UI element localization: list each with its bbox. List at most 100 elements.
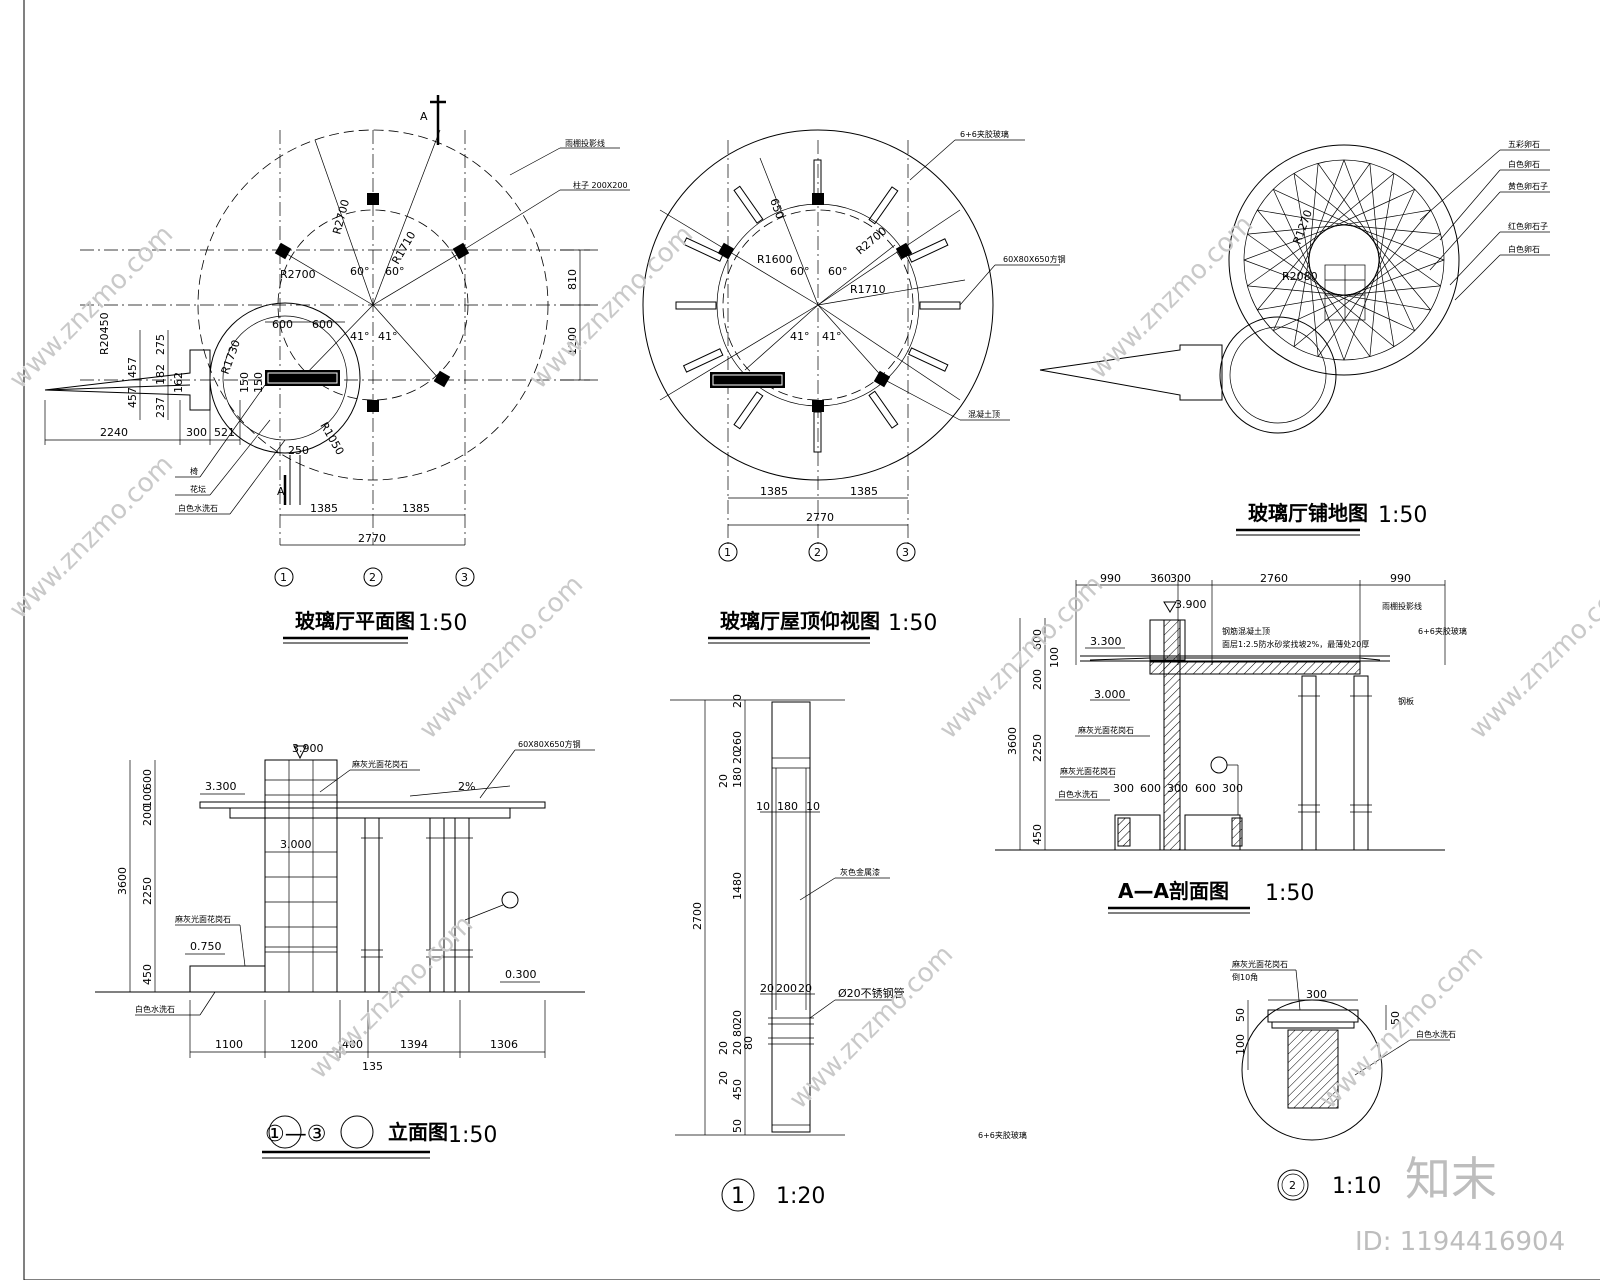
detail1-scale: 1:20 <box>776 1184 825 1209</box>
svg-text:20: 20 <box>798 982 812 995</box>
paving-title: 玻璃厅铺地图 <box>1248 501 1368 525</box>
svg-text:180: 180 <box>731 767 744 788</box>
svg-text:300: 300 <box>1167 782 1188 795</box>
star-pattern-line <box>1293 173 1369 236</box>
svg-text:1: 1 <box>724 546 731 559</box>
svg-text:60X80X650方钢: 60X80X650方钢 <box>518 739 581 749</box>
svg-text:3.900: 3.900 <box>1175 598 1207 611</box>
svg-text:钢板: 钢板 <box>1398 696 1414 706</box>
svg-text:60°: 60° <box>828 265 848 278</box>
svg-text:200: 200 <box>776 982 797 995</box>
paving-entry <box>1039 344 1223 401</box>
star-pattern-line <box>1369 259 1380 357</box>
plan-title: 玻璃厅平面图 <box>295 609 415 633</box>
section-title: A—A剖面图 <box>1118 879 1229 903</box>
star-pattern-line <box>1334 209 1431 227</box>
svg-text:混凝土顶: 混凝土顶 <box>968 409 1000 419</box>
svg-text:1394: 1394 <box>400 1038 428 1051</box>
svg-text:www.znzmo.com: www.znzmo.com <box>414 570 589 745</box>
elevation-scale: 1:50 <box>448 1123 497 1148</box>
entry-path <box>44 349 211 411</box>
svg-text:80: 80 <box>731 1023 744 1037</box>
svg-text:1385: 1385 <box>850 485 878 498</box>
seat-detail-view: 300 100 50 50 麻灰光面花岗石 倒10角 白色水洗石 2 1:10 <box>1230 959 1456 1201</box>
column-detail-view: 2700 20 260 20 180 20 1480 20 20 20 80 8… <box>670 694 905 1212</box>
svg-text:白色卵石: 白色卵石 <box>1508 244 1540 254</box>
svg-text:白色水洗石: 白色水洗石 <box>135 1004 175 1014</box>
star-pattern-line <box>1373 242 1416 331</box>
svg-text:650: 650 <box>767 197 786 221</box>
svg-text:50: 50 <box>1234 1008 1247 1022</box>
image-id-watermark: ID: 1194416904 <box>1355 1227 1565 1257</box>
svg-text:R1600: R1600 <box>757 253 793 266</box>
svg-text:600: 600 <box>272 318 293 331</box>
svg-text:600: 600 <box>312 318 333 331</box>
svg-text:2770: 2770 <box>358 532 386 545</box>
star-pattern-line <box>1273 289 1362 332</box>
svg-text:www.znzmo.com: www.znzmo.com <box>1464 570 1600 745</box>
section-label-bottom: A <box>277 485 285 498</box>
star-pattern-line <box>1343 224 1441 235</box>
svg-text:60X80X650方钢: 60X80X650方钢 <box>1003 254 1066 264</box>
svg-text:椅: 椅 <box>190 466 198 476</box>
svg-text:3.000: 3.000 <box>1094 688 1126 701</box>
svg-text:麻灰光面花岗石: 麻灰光面花岗石 <box>175 914 231 924</box>
svg-text:6+6夹胶玻璃: 6+6夹胶玻璃 <box>960 129 1009 139</box>
detail2-scale: 1:10 <box>1332 1174 1381 1199</box>
svg-text:250: 250 <box>288 444 309 457</box>
svg-text:麻灰光面花岗石: 麻灰光面花岗石 <box>1232 959 1288 969</box>
svg-text:黄色卵石子: 黄色卵石子 <box>1508 181 1548 191</box>
star-pattern-line <box>1257 209 1354 227</box>
axis-bubble-3: 3 <box>461 571 468 584</box>
svg-text:www.znzmo.com: www.znzmo.com <box>1314 940 1489 1115</box>
svg-text:457: 457 <box>126 387 139 408</box>
svg-text:0.300: 0.300 <box>505 968 537 981</box>
star-pattern-line <box>1309 159 1345 252</box>
svg-text:200: 200 <box>141 805 154 826</box>
svg-text:www.znzmo.com: www.znzmo.com <box>4 220 179 395</box>
svg-text:521: 521 <box>214 426 235 439</box>
svg-text:白色水洗石: 白色水洗石 <box>1058 789 1098 799</box>
svg-text:135: 135 <box>362 1060 383 1073</box>
svg-text:0.750: 0.750 <box>190 940 222 953</box>
ceiling-view: 650 R1600 R2700 R1710 60° 60° 41° 41° 13… <box>642 129 1066 644</box>
svg-text:990: 990 <box>1100 572 1121 585</box>
svg-text:麻灰光面花岗石: 麻灰光面花岗石 <box>352 759 408 769</box>
star-pattern-line <box>1361 233 1441 291</box>
svg-text:www.znzmo.com: www.znzmo.com <box>934 570 1109 745</box>
svg-text:20: 20 <box>731 750 744 764</box>
svg-text:80: 80 <box>742 1036 755 1050</box>
star-pattern-line <box>1243 225 1336 261</box>
svg-text:20: 20 <box>731 1041 744 1055</box>
svg-text:雨棚投影线: 雨棚投影线 <box>1382 601 1422 611</box>
svg-text:20: 20 <box>731 694 744 708</box>
star-pattern-line <box>1317 163 1375 243</box>
star-pattern-line <box>1343 268 1379 361</box>
svg-text:www.znzmo.com: www.znzmo.com <box>524 220 699 395</box>
svg-text:260: 260 <box>731 731 744 752</box>
svg-text:1200: 1200 <box>566 327 579 355</box>
star-pattern-line <box>1352 259 1445 295</box>
svg-text:3.300: 3.300 <box>1090 635 1122 648</box>
star-pattern <box>1243 159 1445 361</box>
svg-text:1480: 1480 <box>731 872 744 900</box>
svg-text:60°: 60° <box>350 265 370 278</box>
svg-text:20: 20 <box>717 1071 730 1085</box>
svg-text:6+6夹胶玻璃: 6+6夹胶玻璃 <box>1418 626 1467 636</box>
paving-scale: 1:50 <box>1378 503 1427 528</box>
svg-text:162: 162 <box>172 372 185 393</box>
svg-text:10: 10 <box>756 800 770 813</box>
loose-note: 6+6夹胶玻璃 <box>978 1130 1027 1140</box>
detail2-bubble <box>1277 1169 1309 1201</box>
star-pattern-line <box>1247 285 1345 296</box>
svg-text:2770: 2770 <box>806 511 834 524</box>
star-pattern-line <box>1272 242 1315 331</box>
star-pattern-line <box>1343 285 1441 296</box>
svg-text:白色水洗石: 白色水洗石 <box>1416 1029 1456 1039</box>
star-pattern-line <box>1257 293 1354 311</box>
star-pattern-line <box>1368 235 1431 311</box>
svg-text:五彩卵石: 五彩卵石 <box>1508 139 1540 149</box>
star-pattern-line <box>1368 209 1431 285</box>
svg-text:450: 450 <box>1031 824 1044 845</box>
star-pattern-line <box>1273 188 1362 231</box>
